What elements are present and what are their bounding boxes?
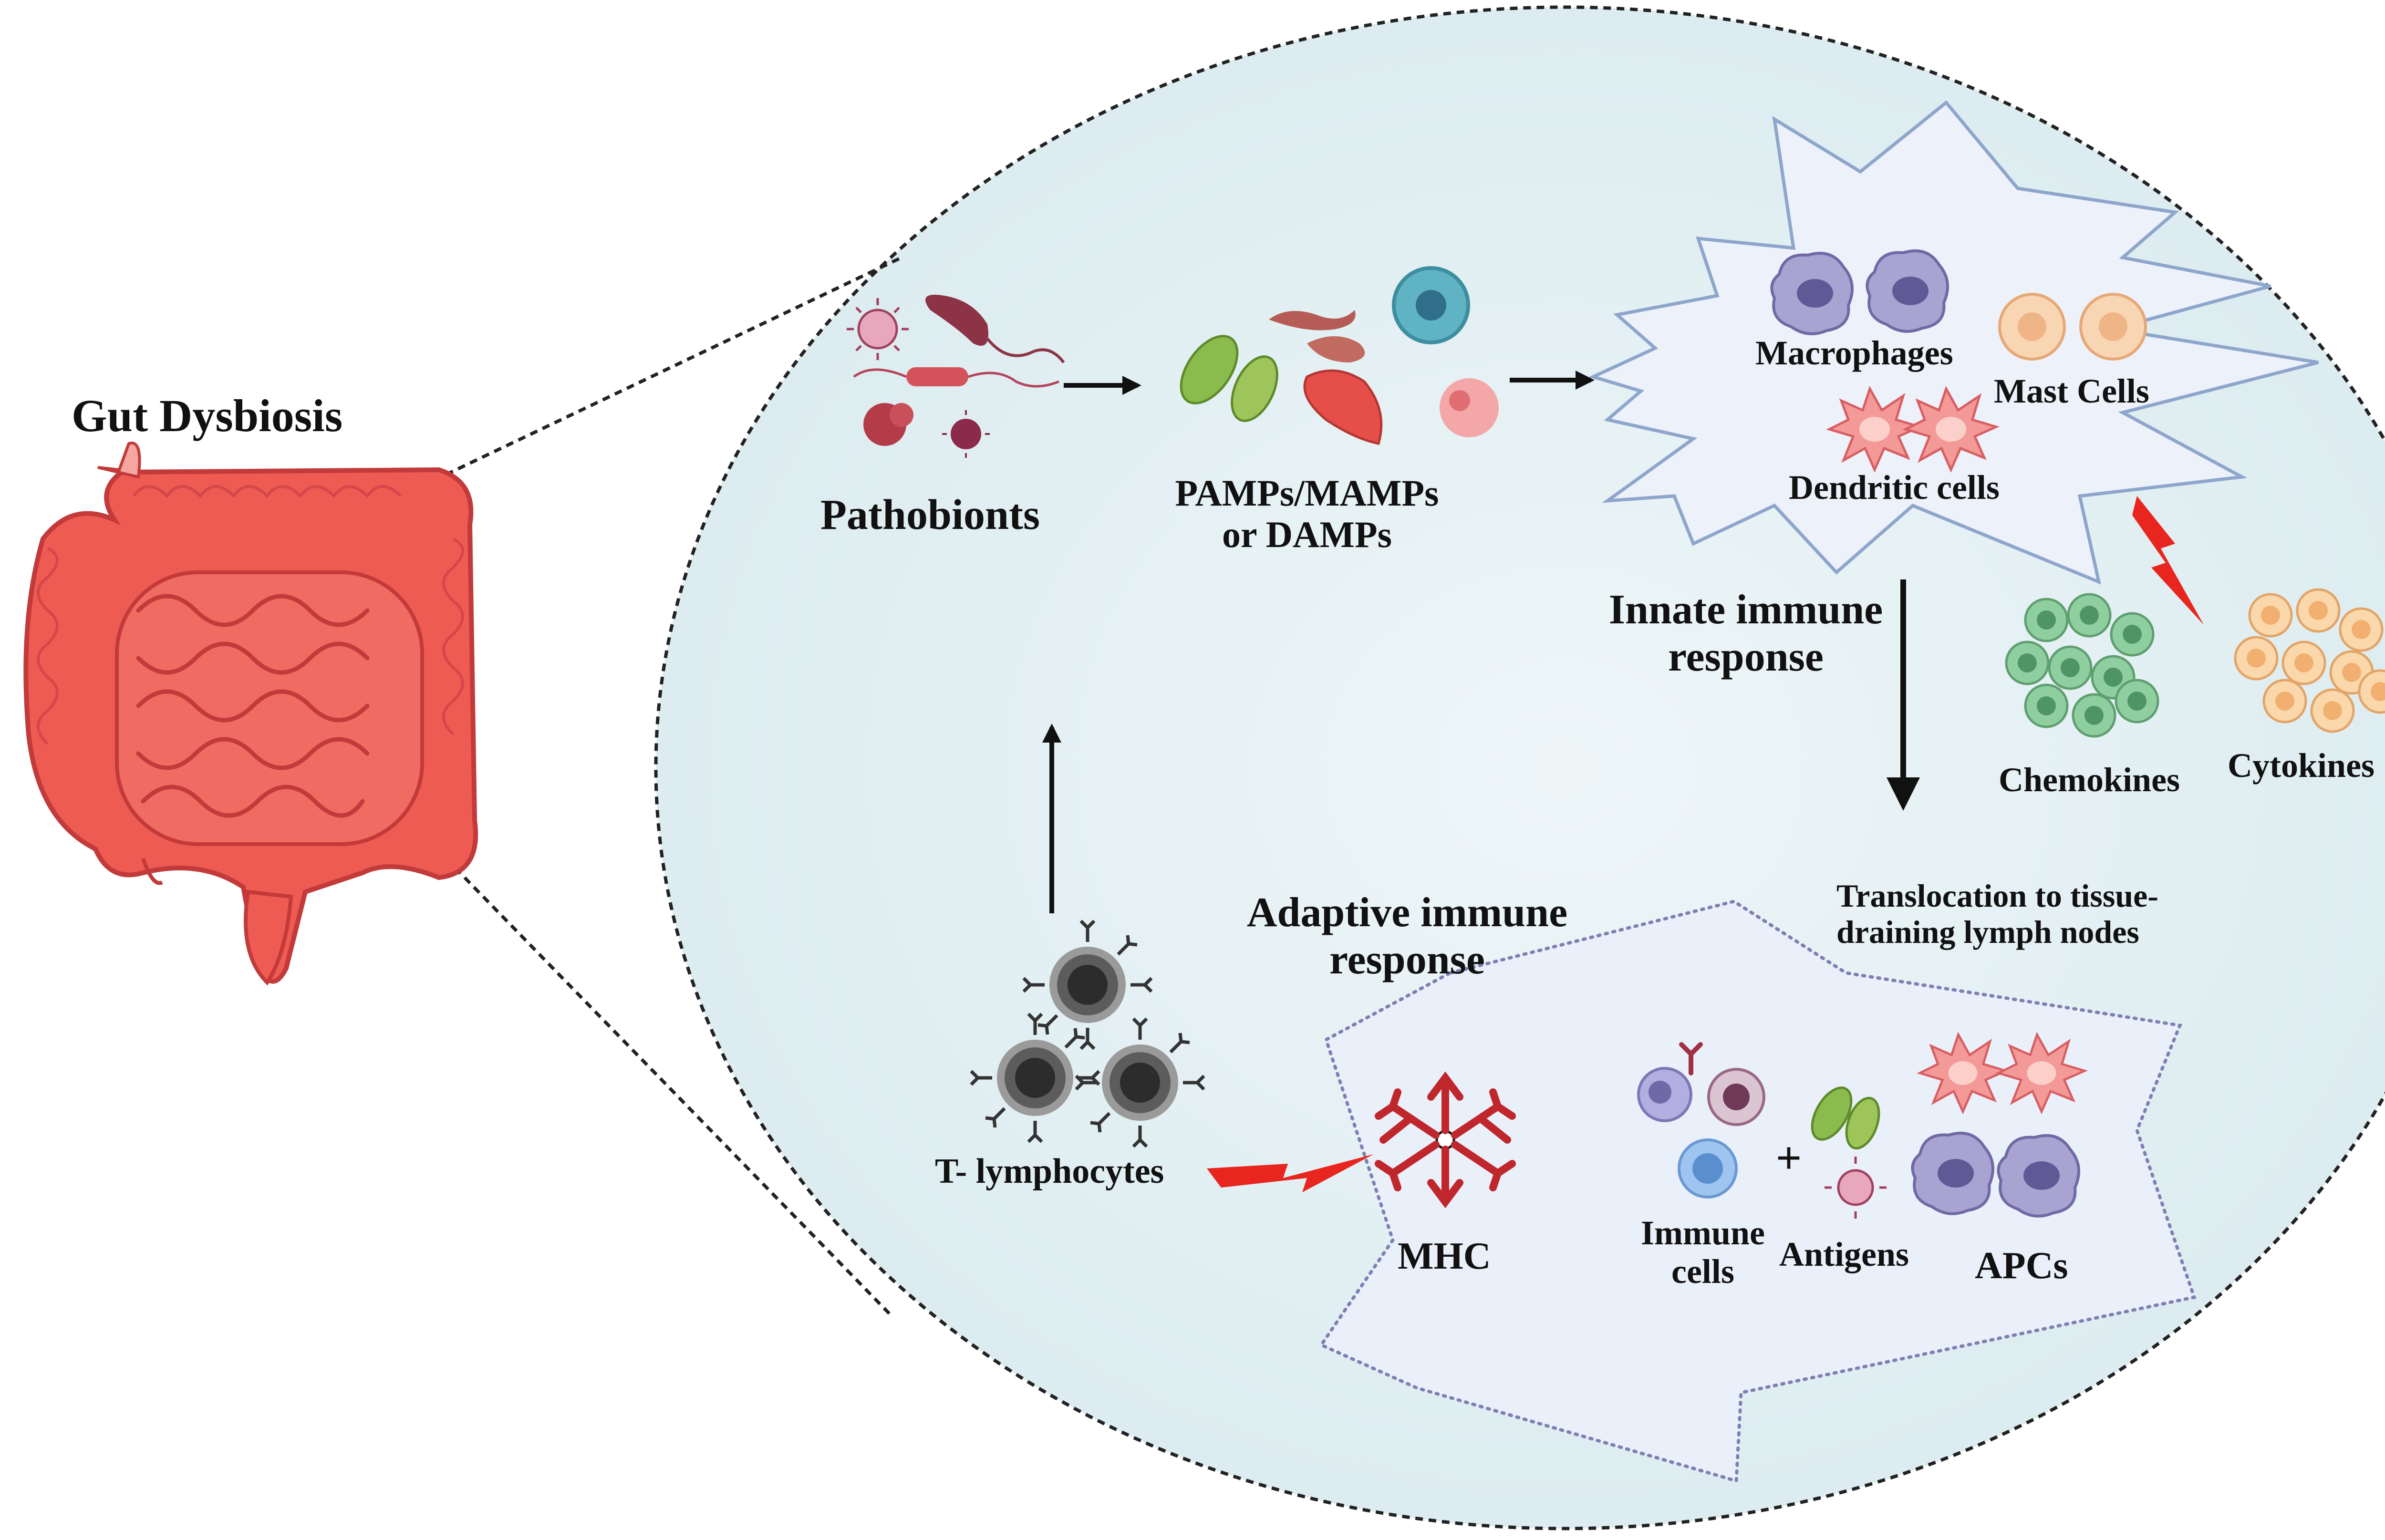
adaptive-burst bbox=[1318, 899, 2197, 1483]
lightning-to-mhc-icon bbox=[1207, 1154, 1374, 1192]
innate-line-1: Innate immune bbox=[1608, 587, 1883, 633]
immune-cells-line-2: cells bbox=[1671, 1252, 1734, 1291]
mhc-label: MHC bbox=[1398, 1235, 1491, 1277]
immune-cells-line-1: Immune bbox=[1640, 1214, 1765, 1252]
translocation-label: Translocation to tissue- draining lymph … bbox=[1836, 878, 2158, 950]
diagram-title: Gut Dysbiosis bbox=[72, 390, 343, 441]
pamps-label: PAMPs/MAMPs or DAMPs bbox=[1135, 472, 1479, 556]
cytokines-label: Cytokines bbox=[2228, 746, 2375, 785]
translocation-line-2: draining lymph nodes bbox=[1836, 914, 2139, 951]
dendritic-cells-label: Dendritic cells bbox=[1789, 468, 2000, 506]
intestine-icon bbox=[23, 441, 478, 986]
innate-to-adaptive-arrow bbox=[1887, 579, 1920, 811]
zoom-guide-lines bbox=[445, 256, 902, 1318]
immune-cells-label: Immune cells bbox=[1612, 1214, 1794, 1291]
innate-burst bbox=[1588, 100, 2319, 585]
adaptive-response-label: Adaptive immune response bbox=[1216, 889, 1598, 983]
bacteria-icon bbox=[847, 295, 1065, 458]
antigen-icon bbox=[1811, 1086, 1887, 1219]
pamps-line-1: PAMPs/MAMPs bbox=[1175, 472, 1439, 514]
chemokines-label: Chemokines bbox=[1999, 761, 2180, 799]
antibody-mhc-icon bbox=[1375, 1071, 1516, 1209]
apcs-label: APCs bbox=[1975, 1245, 2068, 1287]
lightning-icon bbox=[2132, 496, 2204, 625]
pathobionts-label: Pathobionts bbox=[820, 491, 1040, 538]
immune-cell-icon bbox=[1637, 1042, 1765, 1199]
adaptive-line-1: Adaptive immune bbox=[1246, 889, 1568, 936]
pamp-molecules-icon bbox=[1180, 266, 1499, 445]
pamps-line-2: or DAMPs bbox=[1222, 514, 1392, 556]
mast-cells-label: Mast Cells bbox=[1994, 372, 2149, 410]
plus-sign: + bbox=[1776, 1132, 1802, 1183]
antigens-label: Antigens bbox=[1779, 1235, 1909, 1273]
innate-line-2: response bbox=[1668, 633, 1824, 680]
adaptive-line-2: response bbox=[1329, 936, 1485, 983]
translocation-line-1: Translocation to tissue- bbox=[1836, 878, 2158, 914]
t-lymphocytes-label: T- lymphocytes bbox=[935, 1152, 1164, 1191]
macrophages-label: Macrophages bbox=[1755, 334, 1953, 372]
innate-response-label: Innate immune response bbox=[1588, 587, 1903, 681]
